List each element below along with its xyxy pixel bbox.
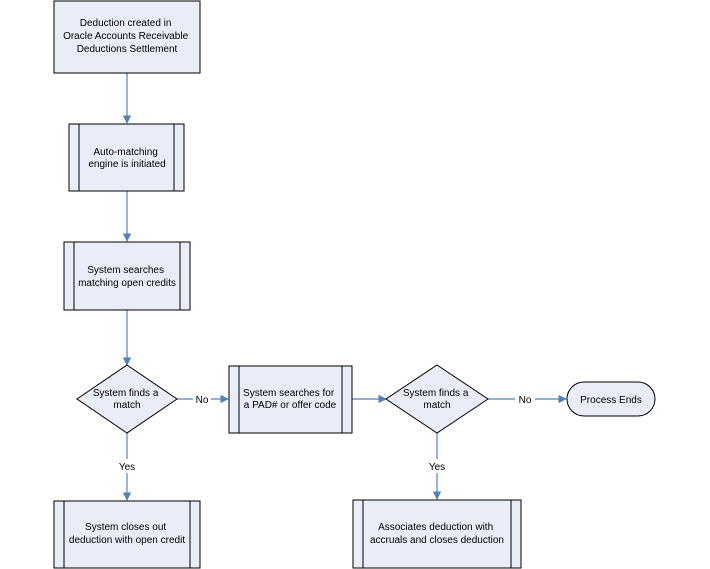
node-close-out-line-1: System closes out	[85, 522, 166, 533]
node-start-line-3: Deductions Settlement	[77, 44, 178, 55]
svg-text:System searches for a PA: System searches for a PAD# or offer code	[243, 388, 337, 411]
node-decision-1-line-1: System finds a	[93, 388, 159, 399]
svg-text:Auto-matching engine is: Auto-matching engine is initiated	[88, 147, 165, 170]
node-decision-2-line-2: match	[423, 400, 450, 411]
node-decision-1: System finds a match	[76, 364, 178, 434]
node-start-line-1: Deduction created in	[80, 18, 172, 29]
node-auto-matching-line-2: engine is initiated	[88, 159, 165, 170]
node-process-ends-label: Process Ends	[580, 395, 642, 406]
node-search-credits-line-2: matching open credits	[78, 278, 176, 289]
svg-text:System closes out deduct: System closes out deduction with open cr…	[69, 522, 185, 546]
node-search-credits-line-1: System searches	[87, 265, 164, 276]
edge-label-decision1-yes: Yes	[119, 462, 135, 473]
node-search-pad-line-2: a PAD# or offer code	[244, 400, 337, 411]
node-auto-matching-line-1: Auto-matching	[93, 147, 157, 158]
svg-text:System finds a match: System finds a match	[93, 388, 161, 411]
node-decision-2-line-1: System finds a	[403, 388, 469, 399]
node-close-out: System closes out deduction with open cr…	[53, 500, 201, 569]
svg-text:Associates deduction with: Associates deduction with accruals and c…	[370, 522, 504, 546]
node-search-pad-line-1: System searches for	[243, 388, 335, 399]
svg-text:Deduction created in Ora: Deduction created in Oracle Accounts Rec…	[63, 18, 191, 55]
node-associate-line-2: accruals and closes deduction	[370, 535, 504, 546]
connectors	[122, 73, 567, 501]
svg-text:System finds a match: System finds a match	[403, 388, 471, 411]
edge-label-decision2-yes: Yes	[429, 462, 445, 473]
node-associate-line-1: Associates deduction with	[378, 522, 493, 533]
node-search-pad: System searches for a PAD# or offer code	[228, 365, 353, 434]
edge-label-decision1-no: No	[196, 395, 209, 406]
node-decision-1-line-2: match	[113, 400, 140, 411]
node-start: Deduction created in Oracle Accounts Rec…	[53, 0, 201, 74]
node-process-ends: Process Ends	[566, 381, 656, 417]
node-close-out-line-2: deduction with open credit	[69, 535, 185, 546]
node-associate: Associates deduction with accruals and c…	[352, 499, 522, 569]
node-decision-2: System finds a match	[385, 364, 489, 434]
node-auto-matching: Auto-matching engine is initiated	[68, 123, 185, 192]
edge-label-decision2-no: No	[519, 395, 532, 406]
node-start-line-2: Oracle Accounts Receivable	[63, 31, 189, 42]
node-search-credits: System searches matching open credits	[63, 241, 191, 311]
svg-text:System searches matching: System searches matching open credits	[78, 265, 176, 289]
